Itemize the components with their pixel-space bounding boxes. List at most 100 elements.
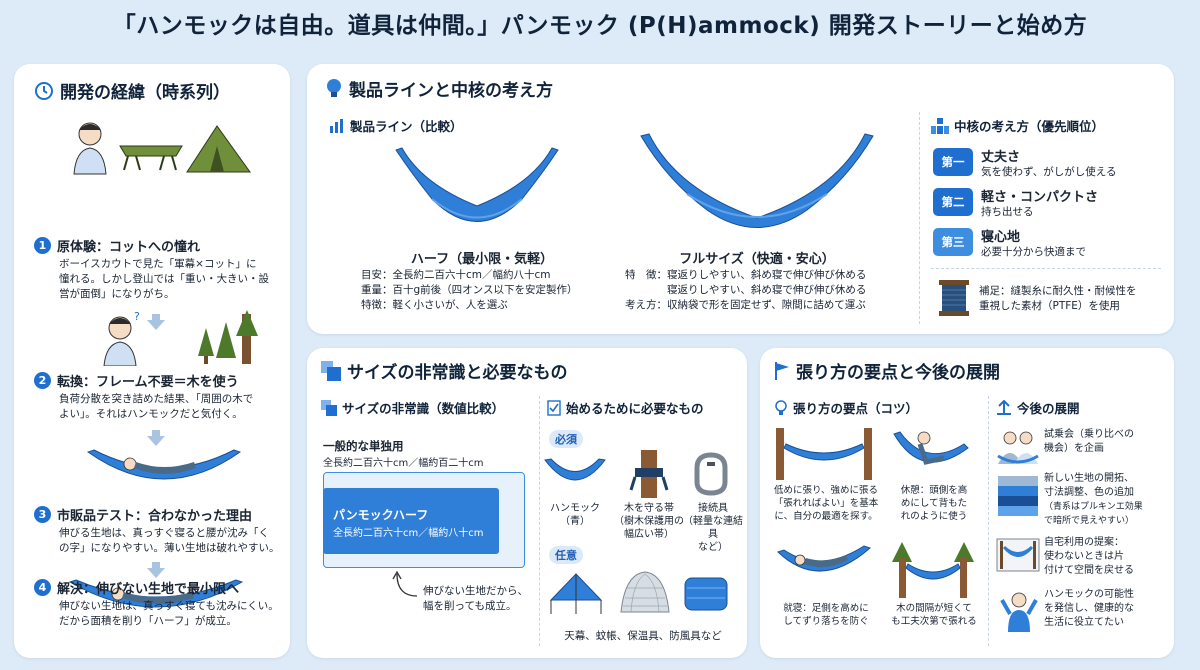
tip-rest-illustration xyxy=(892,428,970,482)
history-step-4-body: 伸びない生地は、真っすぐ寝ても沈みにくい。 だから面積を削り「ハーフ」が成立。 xyxy=(59,600,279,627)
size-panel: サイズの非常識と必要なもの サイズの非常識（数値比較） 一般的な単独用 全長約二… xyxy=(307,348,747,658)
history-step-1-body: ボーイスカウトで見た「軍幕×コット」に 憧れる。しかし登山では「重い・大きい・設… xyxy=(59,258,269,300)
person-in-hammock-illustration-2 xyxy=(66,576,246,622)
history-heading: 開発の経緯（時系列） xyxy=(34,78,230,103)
tip-low-pitch-illustration xyxy=(774,428,874,480)
ranking-icon xyxy=(931,117,949,134)
general-size-value: 全長約二百六十cm／幅約百二十cm xyxy=(323,458,484,469)
people-trial-icon xyxy=(996,428,1040,466)
fabric-swatch-icon xyxy=(996,474,1040,518)
flag-icon xyxy=(774,361,790,381)
flow-arrow-stem-3 xyxy=(152,562,160,568)
future-heading: 今後の展開 xyxy=(996,398,1080,417)
tip-1-text: 低めに張り、強めに張る 「張れればよい」を基本 に、自分の最適を探す。 xyxy=(773,485,879,522)
future-1-text: 試乗会（乗り比べの 機会）を企画 xyxy=(1044,429,1134,454)
history-step-3-body: 伸びる生地は、真っすぐ寝ると腰が沈み「く の字」になりやすい。薄い生地は破れやす… xyxy=(59,527,280,554)
home-hammock-icon xyxy=(996,538,1040,572)
core-note: 補足：縫製糸に耐久性・耐候性を 重視した素材（PTFE）を使用 xyxy=(979,285,1137,312)
core-2-badge: 第二 xyxy=(933,188,973,216)
product-compare-heading: 製品ライン（比較） xyxy=(329,116,463,135)
flow-arrow-stem-2 xyxy=(152,430,160,436)
core-3-desc: 必要十分から快適まで xyxy=(981,246,1086,258)
bar-chart-icon xyxy=(329,118,345,133)
pm-half-label: パンモックハーフ xyxy=(333,508,429,522)
tips-heading: 張り方の要点（コツ） xyxy=(774,398,918,417)
core-1-badge: 第一 xyxy=(933,148,973,176)
history-step-4-title: 4 解決：伸びない生地で最小限へ xyxy=(34,578,239,597)
pm-half-size-rect xyxy=(323,488,499,554)
half-specs: 目安：全長約二百六十cm／幅約八十cm 重量：百十g前後（四オンス以下を安定製作… xyxy=(361,269,578,311)
history-step-1-title: 1 原体験：コットへの憧れ xyxy=(34,236,200,255)
size-compare-heading: サイズの非常識（数値比較） xyxy=(321,398,504,417)
step-2-number: 2 xyxy=(34,372,51,389)
hammock-item-icon xyxy=(543,456,607,492)
history-step-2-body: 負荷分散を突き詰めた結果、「周囲の木で よい」。それはハンモックだと気付く。 xyxy=(59,393,254,420)
overlap-squares-icon xyxy=(321,399,337,416)
item-2-label: 木を守る帯 （樹木保護用の 幅広い帯） xyxy=(614,503,684,540)
core-2-desc: 持ち出せる xyxy=(981,206,1034,218)
future-4-text: ハンモックの可能性 を発信し、健康的な 生活に役立てたい xyxy=(1044,589,1134,628)
tip-3-text: 就寝：足側を高めに してずり落ちを防ぐ xyxy=(783,603,869,627)
history-step-3-title: 3 市販品テスト：合わなかった理由 xyxy=(34,505,252,524)
flow-arrow-1 xyxy=(147,320,165,330)
mosquito-net-icon xyxy=(617,568,673,616)
size-divider xyxy=(539,396,540,646)
page-title: 「ハンモックは自由。道具は仲間。」パンモック (P(H)ammock) 開発スト… xyxy=(112,13,1088,39)
thread-spool-icon xyxy=(937,278,971,318)
person-trees-illustration: ? xyxy=(102,308,262,366)
optional-caption: 天幕、蚊帳、保温具、防風具など xyxy=(564,630,722,642)
curved-arrow-icon xyxy=(391,570,421,600)
flow-arrow-3 xyxy=(147,568,165,578)
tip-2-text: 休憩：頭側を高 めにして背もた れのように使う xyxy=(900,485,968,522)
needs-heading: 始めるために必要なもの xyxy=(547,398,704,417)
pm-half-size-value: 全長約二百六十cm／幅約八十cm xyxy=(333,528,484,539)
size-caption: 伸びない生地だから、 幅を削っても成立。 xyxy=(423,585,528,612)
sleeping-pad-icon xyxy=(683,574,729,614)
item-3-label: 接続具 （軽量な連結具 など） xyxy=(683,503,743,553)
pitch-divider xyxy=(988,396,989,646)
optional-tag: 任意 xyxy=(549,546,583,564)
future-3-text: 自宅利用の提案： 使わないときは片 付けて空間を戻せる xyxy=(1044,537,1134,576)
products-panel: 製品ラインと中核の考え方 製品ライン（比較） ハーフ（最小限・気軽） 目安：全長… xyxy=(307,64,1174,334)
core-3-title: 寝心地 xyxy=(981,230,1021,245)
half-hammock-illustration xyxy=(392,144,562,239)
tip-4-text: 木の間隔が短くて も工夫次第で張れる xyxy=(891,603,977,627)
general-size-label: 一般的な単独用 xyxy=(323,439,404,453)
full-name: フルサイズ（快適・安心） xyxy=(679,252,835,267)
core-1-title: 丈夫さ xyxy=(981,150,1021,165)
required-tag: 必須 xyxy=(549,430,583,448)
history-clock-icon xyxy=(34,81,54,101)
full-specs: 特 徴：寝返りしやすい、斜め寝で伸び伸び休める 寝返りしやすい、斜め寝で伸び伸び… xyxy=(625,269,867,311)
future-2-text: 新しい生地の開拓、 寸法調整、色の追加 （青系はプルキンエ効果 で暗所で見えやす… xyxy=(1044,473,1143,526)
flow-arrow-2 xyxy=(147,436,165,446)
cheering-person-icon xyxy=(1000,588,1038,632)
products-divider xyxy=(919,112,920,324)
growth-icon xyxy=(996,399,1012,416)
tip-sleep-illustration xyxy=(776,544,872,588)
step-3-number: 3 xyxy=(34,506,51,523)
tarp-icon xyxy=(547,570,605,616)
history-panel: 開発の経緯（時系列） 1 原体験：コットへの憧れ ボーイスカウトで見た「軍幕×コ… xyxy=(14,64,290,658)
lightbulb-icon xyxy=(325,78,343,100)
core-note-divider xyxy=(931,268,1161,269)
pitch-panel: 張り方の要点と今後の展開 張り方の要点（コツ） 低めに張り、強めに張る 「張れれ… xyxy=(760,348,1174,658)
svg-text:?: ? xyxy=(134,310,140,323)
item-1-label: ハンモック （青） xyxy=(550,503,600,527)
core-3-badge: 第三 xyxy=(933,228,973,256)
person-in-hammock-illustration xyxy=(84,446,244,496)
core-heading: 中核の考え方（優先順位） xyxy=(931,116,1104,135)
half-name: ハーフ（最小限・気軽） xyxy=(410,252,554,267)
person-cot-tent-illustration xyxy=(72,116,252,176)
carabiner-icon xyxy=(693,452,729,496)
tree-strap-icon xyxy=(629,450,669,498)
squares-icon xyxy=(321,360,341,381)
flow-arrow-stem-1 xyxy=(152,314,160,320)
full-hammock-illustration xyxy=(637,130,877,245)
tip-short-gap-illustration xyxy=(888,540,978,598)
products-heading: 製品ラインと中核の考え方 xyxy=(325,76,553,101)
history-step-2-title: 2 転換：フレーム不要＝木を使う xyxy=(34,371,239,390)
pitch-heading: 張り方の要点と今後の展開 xyxy=(774,358,1000,383)
size-heading: サイズの非常識と必要なもの xyxy=(321,358,568,383)
step-4-number: 4 xyxy=(34,579,51,596)
checklist-icon xyxy=(547,399,561,416)
